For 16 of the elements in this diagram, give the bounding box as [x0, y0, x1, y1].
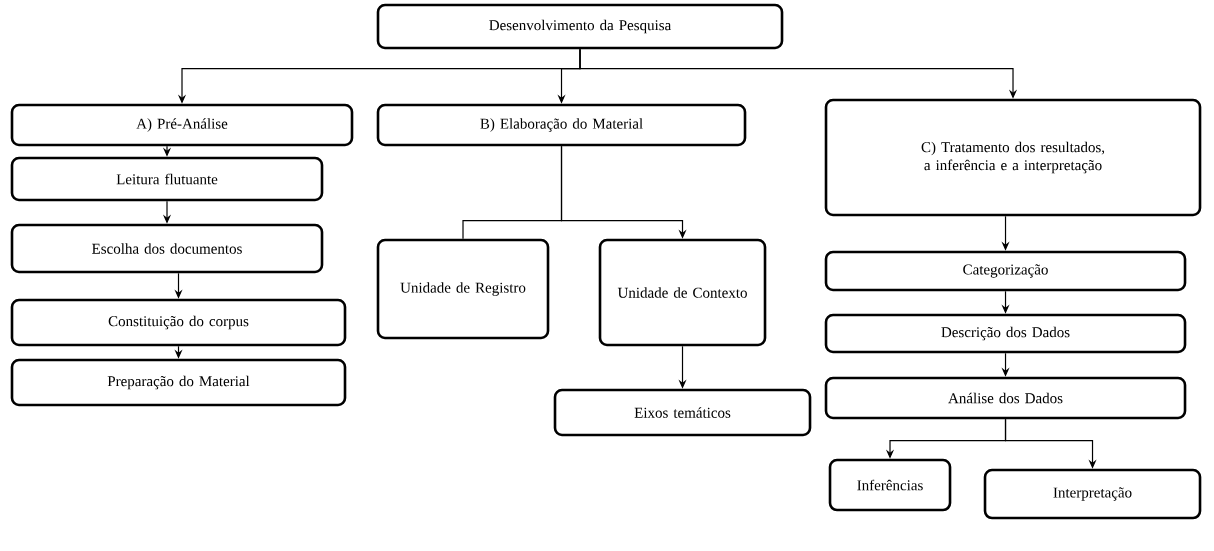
process-box: Eixos temáticos	[553, 388, 812, 437]
process-box: Categorização	[824, 250, 1187, 292]
process-box: Leitura flutuante	[10, 156, 324, 202]
process-box: Unidade de Registro	[376, 238, 550, 340]
process-box: Inferências	[828, 458, 952, 512]
process-box: Desenvolvimento da Pesquisa	[376, 3, 784, 50]
process-box: B) Elaboração do Material	[376, 103, 747, 147]
process-box: A) Pré-Análise	[10, 103, 354, 147]
process-box: Escolha dos documentos	[10, 223, 324, 274]
process-box: Interpretação	[983, 468, 1202, 520]
process-box: C) Tratamento dos resultados, a inferência e a interpretação	[824, 98, 1202, 217]
process-box: Preparação do Material	[10, 358, 347, 407]
process-box: Análise dos Dados	[824, 376, 1187, 420]
process-box: Descrição dos Dados	[824, 313, 1187, 354]
process-box: Constituição do corpus	[10, 298, 347, 347]
process-box: Unidade de Contexto	[598, 238, 767, 347]
